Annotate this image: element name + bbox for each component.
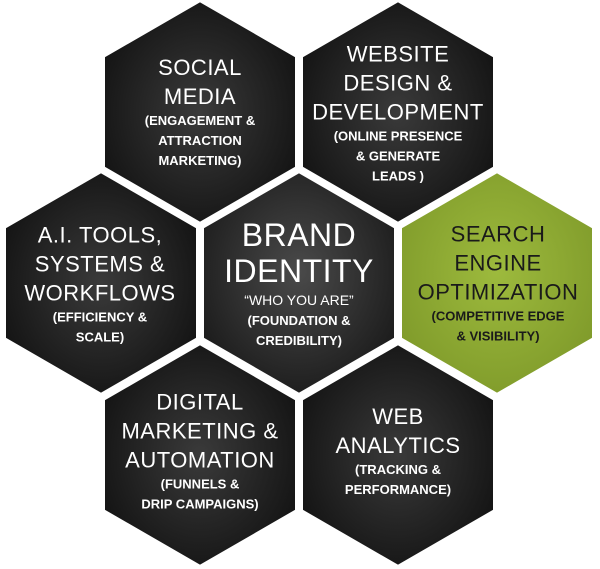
hex-shape-seo [398,169,596,397]
brand-identity-subtitle: (FOUNDATION & CREDIBILITY) [247,313,351,348]
hex-shape-brand-identity [200,169,398,397]
brand-identity-quote: “WHO YOU ARE” [244,292,354,308]
hex-website: WEBSITE DESIGN & DEVELOPMENT (ONLINE PRE… [303,40,493,187]
hex-digital-marketing: DIGITAL MARKETING & AUTOMATION (FUNNELS … [105,388,295,515]
hex-ai-tools: A.I. TOOLS, SYSTEMS & WORKFLOWS (EFFICIE… [5,221,195,348]
web-analytics-subtitle: (TRACKING & PERFORMANCE) [344,462,452,497]
digital-marketing-subtitle: (FUNNELS & DRIP CAMPAIGNS) [141,476,259,512]
ai-tools-subtitle: (EFFICIENCY & SCALE) [52,309,148,345]
hex-shape-ai-tools [2,169,200,397]
hex-shape-social-media [101,0,299,226]
web-analytics-title: WEB ANALYTICS [335,404,461,458]
hex-brand-identity: BRAND IDENTITY “WHO YOU ARE” (FOUNDATION… [204,217,394,351]
hex-web-analytics: WEB ANALYTICS (TRACKING & PERFORMANCE) [303,402,493,500]
hex-social-media: SOCIAL MEDIA (ENGAGEMENT & ATTRACTION MA… [105,53,295,171]
hex-shape-digital-marketing [101,341,299,569]
website-title: WEBSITE DESIGN & DEVELOPMENT [312,41,484,125]
hex-seo: SEARCH ENGINE OPTIMIZATION (COMPETITIVE … [403,220,593,347]
ai-tools-title: A.I. TOOLS, SYSTEMS & WORKFLOWS [24,222,176,306]
brand-identity-title: BRAND IDENTITY [224,217,374,289]
hex-shape-website [299,0,497,226]
seo-subtitle: (COMPETITIVE EDGE & VISIBILITY) [431,308,565,344]
hex-shape-web-analytics [299,341,497,569]
seo-title: SEARCH ENGINE OPTIMIZATION [417,221,579,305]
website-subtitle: (ONLINE PRESENCE & GENERATE LEADS ) [333,128,463,184]
social-media-title: SOCIAL MEDIA [158,55,242,109]
digital-marketing-title: DIGITAL MARKETING & AUTOMATION [121,389,279,473]
social-media-subtitle: (ENGAGEMENT & ATTRACTION MARKETING) [144,113,256,168]
